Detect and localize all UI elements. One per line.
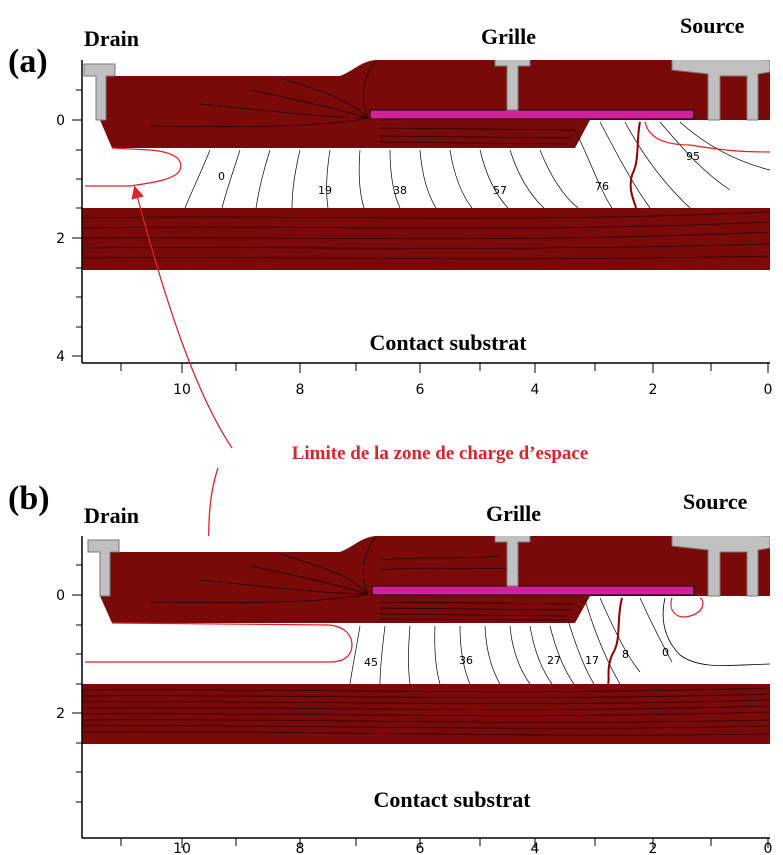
panel-b-gate-label: Grille: [486, 501, 541, 526]
panel-b-zero-contour: [662, 597, 770, 666]
panel-b-x-tick: 4: [531, 841, 540, 855]
panel-a-contour-label: 95: [686, 150, 700, 163]
panel-b-contour-label: 17: [585, 654, 599, 667]
panel-b-label: (b): [8, 480, 50, 517]
panel-a-source-label: Source: [680, 13, 745, 38]
panel-a-buried-contours: [82, 211, 770, 260]
panel-b-drift-contours: [349, 597, 673, 685]
panel-b-depletion-edge-left: [85, 622, 353, 663]
panel-a-depletion-edge-left: [85, 147, 182, 187]
panel-b-substrate-label: Contact substrat: [373, 787, 531, 812]
panel-b-contour-label: 0: [662, 646, 669, 659]
panel-b-buried-contours: [82, 687, 770, 736]
panel-a-contour-label: 76: [595, 180, 609, 193]
panel-a-y-tick: 0: [56, 113, 65, 129]
panel-b-contour-label: 45: [364, 656, 378, 669]
depletion-annotation-text: Limite de la zone de charge d’espace: [292, 443, 589, 464]
panel-b-gate-plate: [371, 585, 695, 596]
panel-a-gate-label: Grille: [481, 24, 536, 49]
panel-a-y-ticks-marks: [72, 89, 82, 357]
panel-b-x-ticks-marks: [120, 838, 769, 848]
panel-b-source-label: Source: [683, 489, 748, 514]
panel-a-label: (a): [8, 43, 48, 80]
panel-b-x-tick: 10: [173, 841, 191, 855]
panel-b-junction-line: [607, 597, 623, 685]
panel-a-x-tick: 2: [649, 382, 658, 398]
panel-a-y-tick: 2: [56, 231, 65, 247]
panel-a-depletion-edge-right: [644, 121, 770, 153]
panel-b-oxide-layer: [100, 536, 770, 623]
panel-b-contour-label: 36: [459, 654, 473, 667]
panel-a-drift-contours: [184, 121, 770, 209]
panel-b-x-tick: 8: [296, 841, 305, 855]
annotation-arrow-to-a: [131, 185, 233, 449]
panel-a: 0 2 4 10 8 6 4 2 0 0 19 38 57 76 95 (a) …: [8, 13, 772, 398]
panel-b-x-tick: 2: [649, 841, 658, 855]
panel-a-x-tick: 4: [531, 382, 540, 398]
panel-a-junction-line: [629, 121, 641, 209]
panel-b-y-ticks-marks: [72, 564, 82, 803]
panel-a-x-ticks-marks: [120, 363, 769, 373]
panel-a-y-tick: 4: [56, 349, 65, 365]
panel-a-substrate-label: Contact substrat: [369, 330, 527, 355]
panel-b-source-metal: [671, 536, 770, 597]
panel-a-oxide-contours: [149, 61, 576, 145]
panel-b-y-tick: 0: [56, 588, 65, 604]
panel-b: 0 2 10 8 6 4 2 0 45 36 27 17 8 0 (b) Dra…: [8, 480, 772, 855]
panel-a-contour-label: 0: [218, 170, 225, 183]
panel-b-depletion-edge-right: [670, 597, 704, 618]
panel-a-gate-plate: [369, 109, 695, 120]
panel-b-drain-metal: [87, 539, 120, 597]
panel-a-x-tick: 8: [296, 382, 305, 398]
panel-b-drain-label: Drain: [84, 503, 139, 528]
panel-a-drain-metal: [83, 63, 116, 121]
panel-a-drain-label: Drain: [84, 26, 139, 51]
panel-a-x-tick: 6: [416, 382, 425, 398]
panel-b-y-tick: 2: [56, 706, 65, 722]
panel-b-x-tick: 0: [764, 841, 773, 855]
panel-b-contour-label: 27: [547, 654, 561, 667]
panel-b-x-tick: 6: [416, 841, 425, 855]
panel-a-contour-label: 57: [493, 184, 507, 197]
panel-a-source-metal: [671, 60, 770, 121]
panel-a-gate-metal: [494, 60, 531, 111]
panel-a-contour-label: 19: [318, 184, 332, 197]
panel-b-oxide-contours: [149, 537, 576, 621]
panel-a-x-tick: 10: [173, 382, 191, 398]
panel-b-gate-metal: [494, 536, 531, 587]
panel-a-contour-label: 38: [393, 184, 407, 197]
panel-a-x-tick: 0: [764, 382, 773, 398]
panel-b-contour-label: 8: [622, 648, 629, 661]
